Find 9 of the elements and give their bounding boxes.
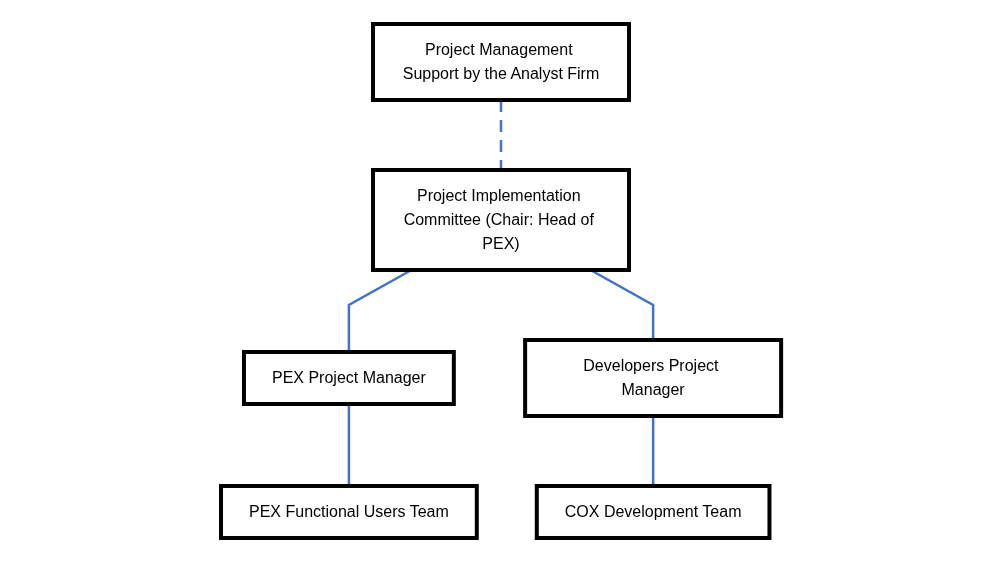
- connector: [652, 415, 655, 486]
- connector: [348, 403, 351, 486]
- node-box: Project Implementation Committee (Chair: Head of PEX): [371, 167, 632, 272]
- node-box: PEX Project Manager: [242, 349, 457, 406]
- node-box: Project Management Support by the Analyst Firm: [371, 21, 632, 102]
- node-box: Developers Project Manager: [523, 337, 784, 418]
- node-box: PEX Functional Users Team: [219, 483, 480, 540]
- connector: [500, 99, 503, 170]
- node-box: COX Development Team: [535, 483, 772, 540]
